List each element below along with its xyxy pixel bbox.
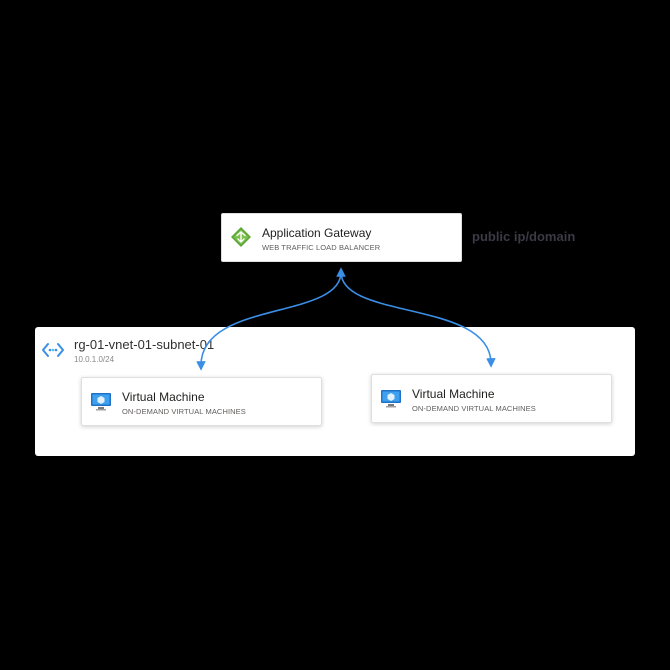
subnet-title: rg-01-vnet-01-subnet-01 [74,337,215,352]
virtual-machine-icon [91,393,111,411]
application-gateway-icon [231,227,251,247]
virtual-machine-node-2[interactable]: Virtual Machine ON-DEMAND VIRTUAL MACHIN… [371,374,612,423]
virtual-machine-title: Virtual Machine [122,390,205,404]
virtual-machine-subtitle: ON-DEMAND VIRTUAL MACHINES [122,407,246,416]
virtual-machine-title: Virtual Machine [412,387,495,401]
public-ip-label: public ip/domain [472,229,576,244]
application-gateway-subtitle: WEB TRAFFIC LOAD BALANCER [262,243,381,252]
virtual-machine-icon [381,390,401,408]
virtual-machine-node-1[interactable]: Virtual Machine ON-DEMAND VIRTUAL MACHIN… [81,377,322,426]
application-gateway-node[interactable]: Application Gateway WEB TRAFFIC LOAD BAL… [221,213,462,262]
virtual-machine-subtitle: ON-DEMAND VIRTUAL MACHINES [412,404,536,413]
application-gateway-title: Application Gateway [262,226,372,240]
subnet-cidr: 10.0.1.0/24 [74,355,115,364]
subnet-icon [42,343,64,357]
